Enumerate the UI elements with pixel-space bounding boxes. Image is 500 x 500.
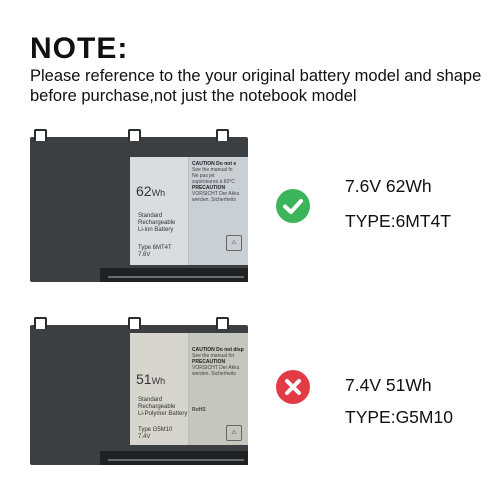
battery-capacity: 62Wh [136,183,166,199]
check-icon [283,199,303,214]
battery-rechargeable: Rechargeable [138,220,176,226]
certification-mark: ⚠ [226,425,242,441]
battery-tab [216,317,229,329]
battery-tab [216,129,229,141]
battery-capacity: 51Wh [136,371,166,387]
note-line-1: Please reference to the your original ba… [30,67,482,85]
spec-voltage-capacity-incorrect: 7.4V 51Wh [345,375,432,395]
battery-standard: Standard [138,213,163,219]
battery-label: 62Wh Standard Rechargeable Li-ion Batter… [130,157,248,265]
cross-icon [285,379,301,395]
battery-volt-small: 7.6V [138,252,151,258]
note-title: NOTE: [30,32,129,65]
battery-rail [100,268,248,282]
battery-label-capacity-panel: 51Wh Standard Rechargeable Li-Polymer Ba… [130,333,189,445]
battery-chemistry: Li-Polymer Battery [138,411,188,417]
battery-rail-line [108,276,244,278]
battery-image-correct: 62Wh Standard Rechargeable Li-ion Batter… [30,129,248,282]
spec-voltage-capacity-correct: 7.6V 62Wh [345,176,432,196]
battery-volt-small: 7.4V [138,434,151,440]
spec-type-correct: TYPE:6MT4T [345,211,451,231]
battery-type-small: Type G5M10 [138,427,173,433]
battery-label-capacity-panel: 62Wh Standard Rechargeable Li-ion Batter… [130,157,189,265]
battery-tab [128,317,141,329]
battery-tab [128,129,141,141]
correct-badge [276,189,310,223]
battery-standard: Standard [138,397,163,403]
battery-tab [34,317,47,329]
battery-rail-line [108,459,244,461]
battery-image-incorrect: 51Wh Standard Rechargeable Li-Polymer Ba… [30,317,248,465]
certification-mark: ⚠ [226,235,242,251]
battery-rail [100,451,248,465]
battery-chemistry: Li-ion Battery [138,227,174,233]
warning-text: CAUTION Do not disp See the manual for P… [192,347,244,413]
battery-label: 51Wh Standard Rechargeable Li-Polymer Ba… [130,333,248,445]
spec-type-incorrect: TYPE:G5M10 [345,407,453,427]
note-line-2: before purchase,not just the notebook mo… [30,87,357,105]
incorrect-badge [276,370,310,404]
battery-rechargeable: Rechargeable [138,404,176,410]
warning-text: CAUTION Do not e See the manual fo Ne pa… [192,161,240,203]
battery-type-small: Type 6MT4T [138,245,172,251]
battery-tab [34,129,47,141]
